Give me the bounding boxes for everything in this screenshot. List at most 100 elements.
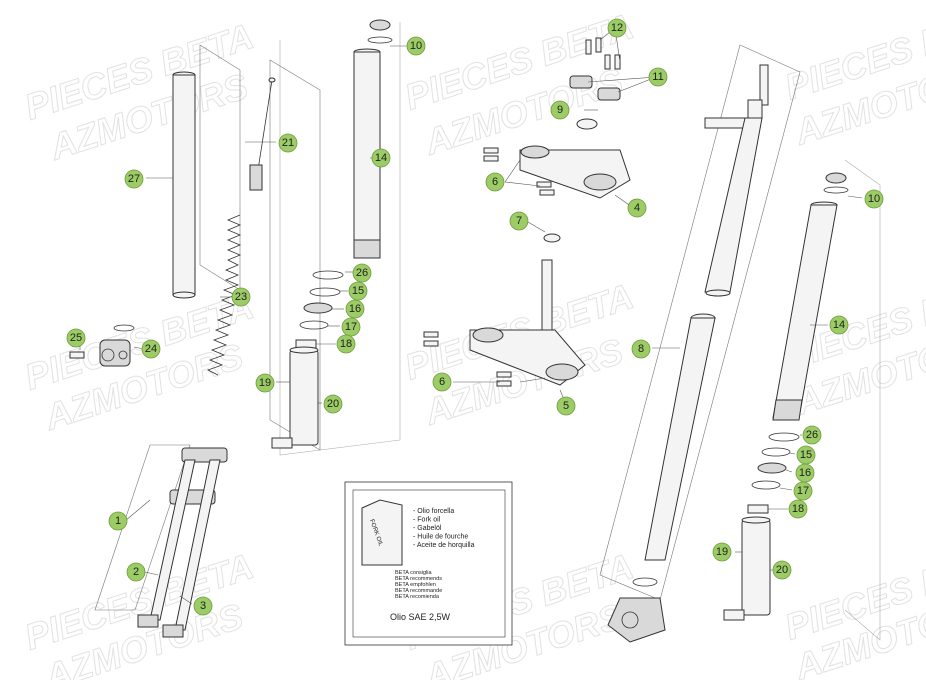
callout-7: 7 [509,211,529,231]
callout-label: 12 [611,22,623,34]
callout-label: 11 [652,71,663,83]
oil-recommendation-line: BETA recommande [395,588,442,594]
inner-tube-bushing [772,399,803,421]
handlebar-clamp [597,87,621,101]
ring-17 [751,480,781,490]
callout-26-right: 26 [802,425,822,445]
bottom-cap [271,437,293,449]
seal-15 [761,447,791,457]
bolt-6 [539,189,555,196]
ring [113,324,135,332]
callout-1: 1 [108,511,128,531]
callout-badge [550,100,570,120]
ring-17 [299,320,329,330]
oil-recommendation-line: BETA recomienda [395,594,440,600]
callout-label: 16 [349,303,361,315]
bolt-hole [118,350,128,360]
callout-23: 23 [231,287,251,307]
callout-19-left: 19 [255,373,275,393]
callout-21: 21 [278,133,298,153]
callout-badge [829,315,849,335]
seal-15 [309,287,341,297]
callout-badge [126,562,146,582]
lower-tube-top [741,516,771,524]
bolt-12 [604,54,611,70]
oil-language-line: - Gabelöl [413,525,442,532]
callout-badge [193,596,213,616]
oil-spec-box: FORK OIL - Olio forcella- Fork oil- Gabe… [344,481,513,646]
callout-label: 16 [799,467,811,479]
left-foot [137,614,159,628]
callout-label: 14 [375,152,387,164]
cartridge-valve [249,164,263,191]
callout-label: 8 [638,343,644,355]
assembled-fork-group [94,444,228,638]
callout-badge [556,396,576,416]
fork-cap [369,19,391,31]
callout-label: 27 [128,173,140,185]
left-fork-group [69,44,321,451]
callout-6-upper: 6 [485,172,505,192]
upper-tube-bottom [705,289,731,297]
bolt [69,351,85,359]
group-frame [844,159,881,641]
bushing-18 [747,504,769,514]
callout-12: 12 [607,18,627,38]
bottom-cap [723,609,745,621]
callout-label: 15 [800,449,812,461]
callout-badge [348,281,368,301]
callout-badge [432,372,452,392]
lower-tube [741,519,771,616]
steering-nut [576,118,598,130]
right-fork-leg [174,459,221,631]
callout-17-left: 17 [341,317,361,337]
callout-badge [231,287,251,307]
left-fork-leg [149,459,196,621]
callout-9: 9 [550,100,570,120]
inner-tube-bushing [353,239,381,259]
lower-tube-top [289,346,319,354]
callout-18-right: 18 [788,499,808,519]
rod-cap [268,77,276,83]
callout-label: 26 [356,267,368,279]
callout-16-right: 16 [795,463,815,483]
callout-8: 8 [631,339,651,359]
callout-label: 2 [133,566,139,578]
callout-label: 26 [806,429,818,441]
oil-language-list: - Olio forcella- Fork oil- Gabelöl- Huil… [413,508,475,549]
right-inner-tube-group [723,159,881,641]
callout-badge [352,263,372,283]
callout-label: 21 [282,137,294,149]
axle-hole [621,611,639,629]
clamp-bore [583,173,617,191]
oil-language-line: - Fork oil [413,517,441,524]
callout-badge [485,172,505,192]
axle-hole [101,348,115,362]
bushing-26 [768,432,800,442]
callout-label: 1 [115,515,121,527]
callout-label: 19 [716,546,728,558]
bolt-6 [536,181,552,188]
callout-badge [712,542,732,562]
callout-label: 18 [792,503,804,515]
callout-badge [802,425,822,445]
callout-label: 6 [492,176,498,188]
lower-tube [644,317,716,561]
callout-4: 4 [627,198,647,218]
callout-label: 24 [145,343,157,355]
callout-10-right: 10 [864,189,884,209]
callout-label: 5 [563,400,569,412]
callout-label: 17 [797,485,809,497]
clamp-bore [545,363,579,381]
callout-badge [66,328,86,348]
callout-20-left: 20 [323,394,343,414]
cartridge-top [747,99,763,119]
cartridge-rod [759,64,769,106]
steering-stem [541,259,553,331]
callout-badge [631,339,651,359]
callout-10-left: 10 [406,36,426,56]
callout-badge [648,67,668,87]
callout-badge [864,189,884,209]
callout-badge [371,148,391,168]
